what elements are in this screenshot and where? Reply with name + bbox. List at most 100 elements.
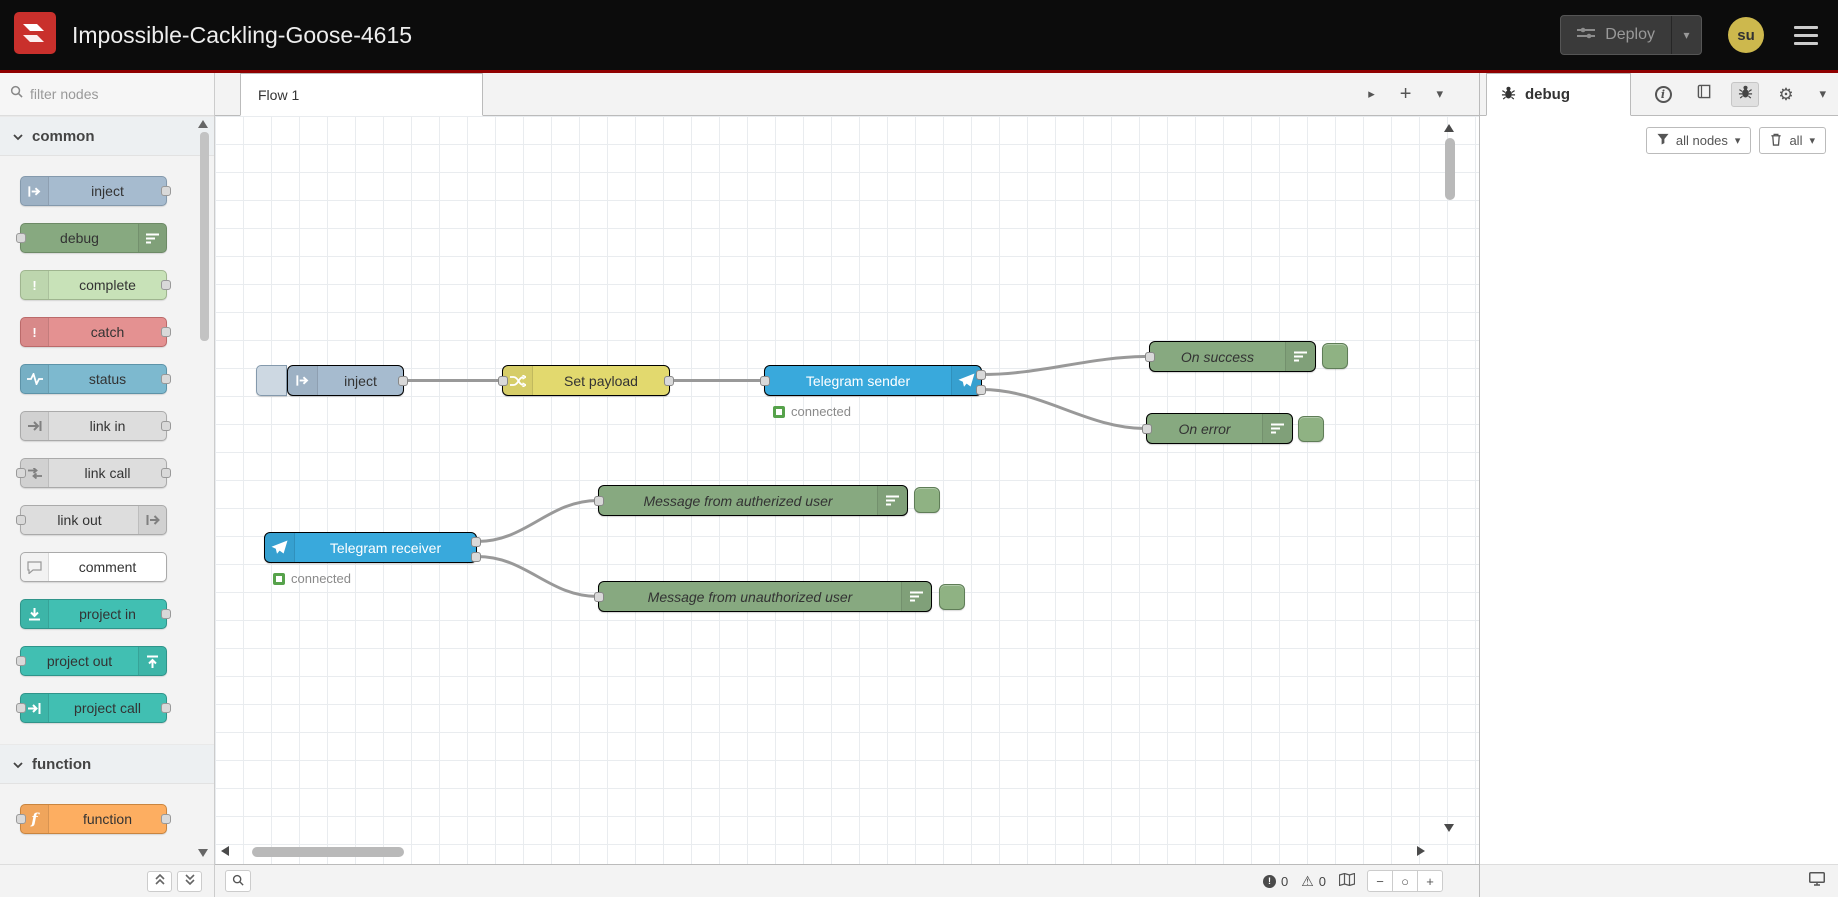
warning-icon: ⚠ xyxy=(1301,873,1314,889)
input-port[interactable] xyxy=(1145,352,1155,362)
status-dot-icon xyxy=(273,572,285,585)
debug-enable-toggle[interactable] xyxy=(1298,416,1324,442)
zoom-out-button[interactable]: − xyxy=(1367,870,1393,892)
input-port[interactable] xyxy=(760,376,770,386)
zoom-reset-button[interactable]: ○ xyxy=(1392,870,1418,892)
scroll-up-icon[interactable] xyxy=(1444,124,1454,132)
output-port-2[interactable] xyxy=(976,385,986,395)
flow-list-menu-icon[interactable]: ▾ xyxy=(1436,86,1443,101)
category-common[interactable]: common xyxy=(0,116,214,156)
error-icon: ! xyxy=(1262,874,1276,888)
debug-toolbar: all nodes ▾ all ▾ xyxy=(1480,116,1838,165)
zoom-in-button[interactable]: + xyxy=(1417,870,1443,892)
inject-run-button[interactable] xyxy=(256,365,287,396)
scroll-left-icon[interactable] xyxy=(221,846,229,856)
workspace: Flow 1 ▸ + ▾ inject xyxy=(215,73,1479,897)
input-port xyxy=(16,656,26,666)
flow-node-telegram-sender[interactable]: Telegram sender xyxy=(760,365,986,396)
debug-clear-button[interactable]: all ▾ xyxy=(1759,127,1826,154)
flow-node-inject[interactable]: inject xyxy=(287,365,408,396)
expand-all-categories-button[interactable] xyxy=(177,870,202,892)
filter-nodes-input[interactable] xyxy=(30,86,180,102)
tab-info[interactable]: i xyxy=(1649,82,1677,107)
sidebar-menu-button[interactable]: ▾ xyxy=(1819,73,1826,115)
flow-canvas[interactable]: inject Set payload Telegram sender xyxy=(215,116,1479,864)
flow-node-set-payload[interactable]: Set payload xyxy=(498,365,674,396)
change-icon xyxy=(503,366,533,395)
palette-node-inject[interactable]: inject xyxy=(20,176,171,206)
open-console-button[interactable] xyxy=(1809,871,1825,891)
flow-node-on-error[interactable]: On error xyxy=(1142,413,1293,444)
main-menu-button[interactable] xyxy=(1790,22,1822,49)
wire-sender-to-on-error[interactable] xyxy=(980,388,1148,430)
add-flow-button[interactable]: + xyxy=(1399,82,1412,105)
debug-enable-toggle[interactable] xyxy=(914,487,940,513)
debug-enable-toggle[interactable] xyxy=(1322,343,1348,369)
telegram-icon xyxy=(265,533,295,562)
header-actions: Deploy ▾ su xyxy=(1560,15,1838,55)
palette-node-link-out[interactable]: link out xyxy=(16,505,167,535)
palette-node-function[interactable]: f function xyxy=(16,804,171,834)
tab-help[interactable] xyxy=(1690,82,1718,107)
wire-receiver-to-unauthorized[interactable] xyxy=(475,555,600,598)
search-flows-button[interactable] xyxy=(225,870,251,892)
flow-node-msg-unauthorized[interactable]: Message from unauthorized user xyxy=(594,581,932,612)
palette-node-complete[interactable]: ! complete xyxy=(20,270,171,300)
category-function[interactable]: function xyxy=(0,744,214,784)
palette-node-comment[interactable]: comment xyxy=(20,552,167,582)
collapse-all-categories-button[interactable] xyxy=(147,870,172,892)
node-label: Message from unauthorized user xyxy=(647,588,853,605)
error-count: ! 0 xyxy=(1262,874,1288,889)
horizontal-scrollbar[interactable] xyxy=(252,847,404,857)
flow-node-msg-authorized[interactable]: Message from autherized user xyxy=(594,485,908,516)
output-port xyxy=(161,703,171,713)
output-port[interactable] xyxy=(664,376,674,386)
navigator-button[interactable] xyxy=(1338,872,1356,889)
vertical-scrollbar[interactable] xyxy=(1445,138,1455,200)
input-port[interactable] xyxy=(1142,424,1152,434)
palette-scrollbar[interactable] xyxy=(200,132,209,341)
output-port xyxy=(161,421,171,431)
palette-node-catch[interactable]: ! catch xyxy=(20,317,171,347)
chevron-down-icon: ▾ xyxy=(1734,135,1741,147)
input-port[interactable] xyxy=(594,496,604,506)
scroll-down-icon[interactable] xyxy=(1444,824,1454,832)
palette-node-project-in[interactable]: project in xyxy=(20,599,171,629)
tab-flow-1[interactable]: Flow 1 xyxy=(240,73,483,116)
palette-scroll-up-icon[interactable] xyxy=(198,120,208,128)
input-port[interactable] xyxy=(498,376,508,386)
output-port-2[interactable] xyxy=(471,552,481,562)
output-port-1[interactable] xyxy=(471,537,481,547)
flow-node-on-success[interactable]: On success xyxy=(1145,341,1316,372)
deploy-options-button[interactable]: ▾ xyxy=(1671,16,1701,54)
sidebar-tab-icons: i ⚙ xyxy=(1649,73,1800,115)
tab-scroll-right-icon[interactable]: ▸ xyxy=(1368,86,1375,101)
palette-node-project-out[interactable]: project out xyxy=(16,646,167,676)
map-icon xyxy=(1338,872,1356,889)
tab-debug[interactable]: debug xyxy=(1486,73,1631,116)
wire-sender-to-on-success[interactable] xyxy=(980,355,1151,376)
palette-scroll-down-icon[interactable] xyxy=(198,849,208,857)
wire-receiver-to-authorized[interactable] xyxy=(475,499,600,543)
tab-config-nodes[interactable]: ⚙ xyxy=(1772,82,1800,107)
deploy-button[interactable]: Deploy ▾ xyxy=(1560,15,1702,55)
debug-filter-button[interactable]: all nodes ▾ xyxy=(1645,127,1752,154)
app-header: Impossible-Cackling-Goose-4615 Deploy ▾ … xyxy=(0,0,1838,73)
input-port[interactable] xyxy=(594,592,604,602)
palette-node-status[interactable]: status xyxy=(20,364,171,394)
palette-node-link-call[interactable]: link call xyxy=(16,458,171,488)
flow-node-telegram-receiver[interactable]: Telegram receiver xyxy=(264,532,481,563)
palette-node-debug[interactable]: debug xyxy=(16,223,167,253)
palette-node-project-call[interactable]: project call xyxy=(16,693,171,723)
sidebar-header: debug i ⚙ xyxy=(1480,73,1838,116)
gear-icon: ⚙ xyxy=(1778,84,1794,104)
output-port xyxy=(161,280,171,290)
output-port-1[interactable] xyxy=(976,370,986,380)
hamburger-icon xyxy=(1794,25,1818,29)
palette-node-link-in[interactable]: link in xyxy=(20,411,171,441)
output-port[interactable] xyxy=(398,376,408,386)
debug-enable-toggle[interactable] xyxy=(939,584,965,610)
scroll-right-icon[interactable] xyxy=(1417,846,1425,856)
tab-debug-icon[interactable] xyxy=(1731,81,1759,107)
user-avatar[interactable]: su xyxy=(1728,17,1764,53)
